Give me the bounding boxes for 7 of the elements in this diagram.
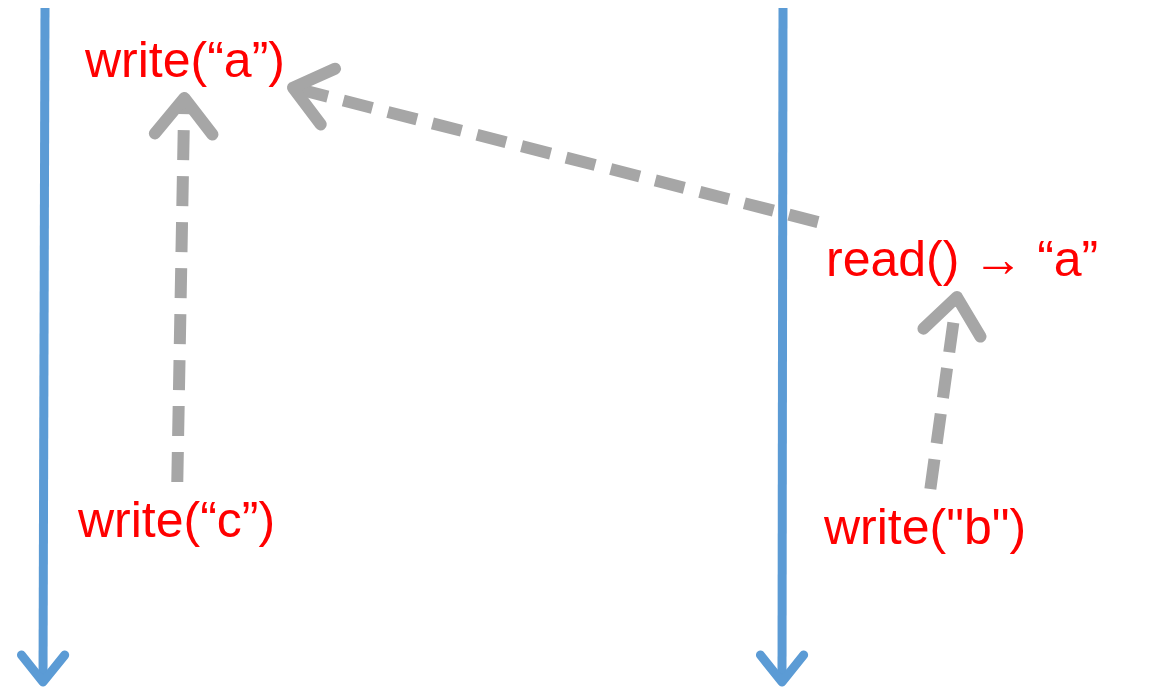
operation-label: read() → “a” <box>826 229 1099 289</box>
operation-label: write(“c”) <box>78 490 276 550</box>
arrow <box>917 291 987 490</box>
operation-label: write("b") <box>824 497 1027 557</box>
arrow <box>287 62 820 228</box>
operation-label: write(“a”) <box>85 30 285 90</box>
arrow <box>148 92 219 483</box>
